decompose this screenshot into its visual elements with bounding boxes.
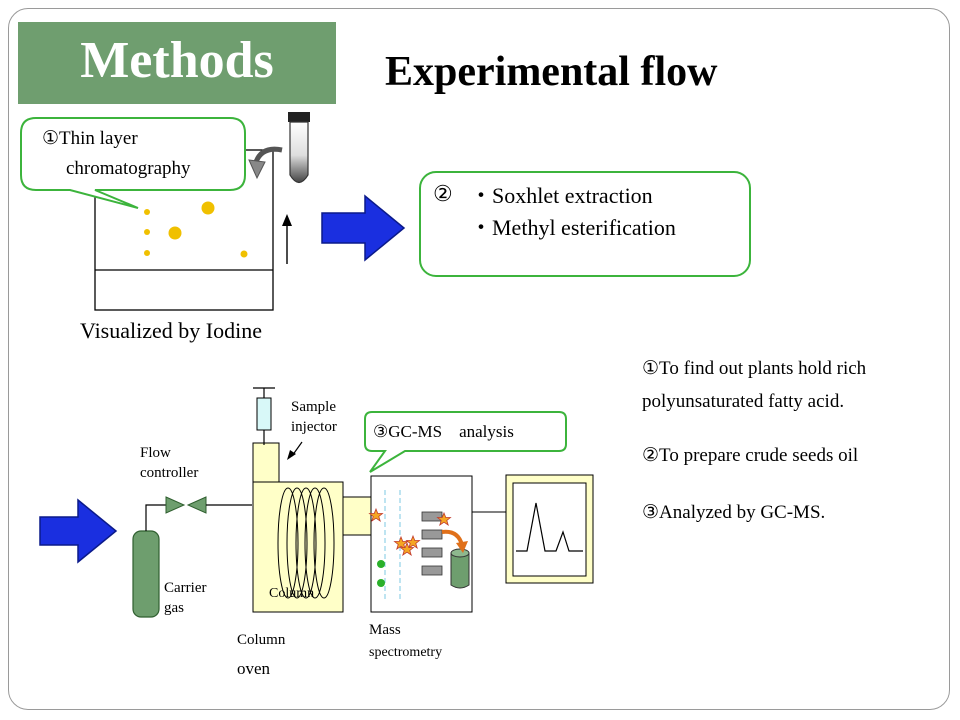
tlc-caption: Visualized by Iodine (80, 318, 262, 343)
methods-header-box: Methods (18, 22, 336, 104)
tlc-callout-line2: chromatography (66, 158, 191, 179)
ion-stars (368, 507, 452, 556)
gas-line (145, 504, 166, 531)
tlc-spots (144, 201, 248, 258)
test-tube-icon (288, 112, 310, 184)
methods-label: Methods (80, 32, 274, 89)
column-label: Column (269, 586, 315, 601)
injector-pointer-arrow (287, 441, 303, 460)
note-3: ③Analyzed by GC-MS. (642, 502, 826, 523)
carrier-gas-cylinder (132, 530, 160, 618)
note-1-line2: polyunsaturated fatty acid. (642, 391, 845, 412)
syringe-icon (253, 387, 275, 445)
column-oven-label-line2: oven (237, 659, 271, 678)
mass-spec-label-line1: Mass (369, 622, 401, 638)
note-1-line1: ①To find out plants hold rich (642, 358, 867, 379)
tlc-callout (20, 117, 246, 209)
chromatogram-monitor (505, 474, 594, 584)
column-oven-label-line1: Column (237, 632, 286, 648)
blue-arrow-right (321, 194, 406, 262)
slide-frame (8, 8, 950, 710)
gcms-callout-text: ③GC-MS analysis (373, 422, 514, 441)
tlc-callout-line1: ①Thin layer (42, 128, 138, 151)
extraction-item-soxhlet: ・Soxhlet extraction (470, 183, 653, 208)
flow-controller-label-line1: Flow (140, 445, 171, 461)
tlc-callout-number: ① (42, 128, 60, 149)
tlc-callout-text: Thin layer (59, 128, 138, 149)
up-arrow-icon (282, 214, 292, 264)
flow-controller-label-line2: controller (140, 465, 199, 481)
mass-spec-label-line2: spectrometry (369, 645, 443, 660)
column-coil (277, 487, 335, 599)
blue-arrow-right-gcms (39, 498, 118, 564)
flow-controller-valve (165, 496, 252, 514)
extraction-item-esterification: ・Methyl esterification (470, 215, 676, 240)
mass-spectrometer (370, 475, 473, 613)
gcms-callout (364, 411, 567, 473)
carrier-gas-label-line1: Carrier (164, 580, 207, 596)
page-title: Experimental flow (385, 49, 718, 95)
note-2: ②To prepare crude seeds oil (642, 445, 859, 466)
extraction-number: ② (433, 181, 453, 206)
curved-arrow-icon (248, 146, 283, 180)
sample-injector-label-line2: injector (291, 419, 337, 435)
carrier-gas-label-line2: gas (164, 600, 184, 616)
sample-injector-label-line1: Sample (291, 399, 336, 415)
extraction-box (419, 171, 751, 277)
